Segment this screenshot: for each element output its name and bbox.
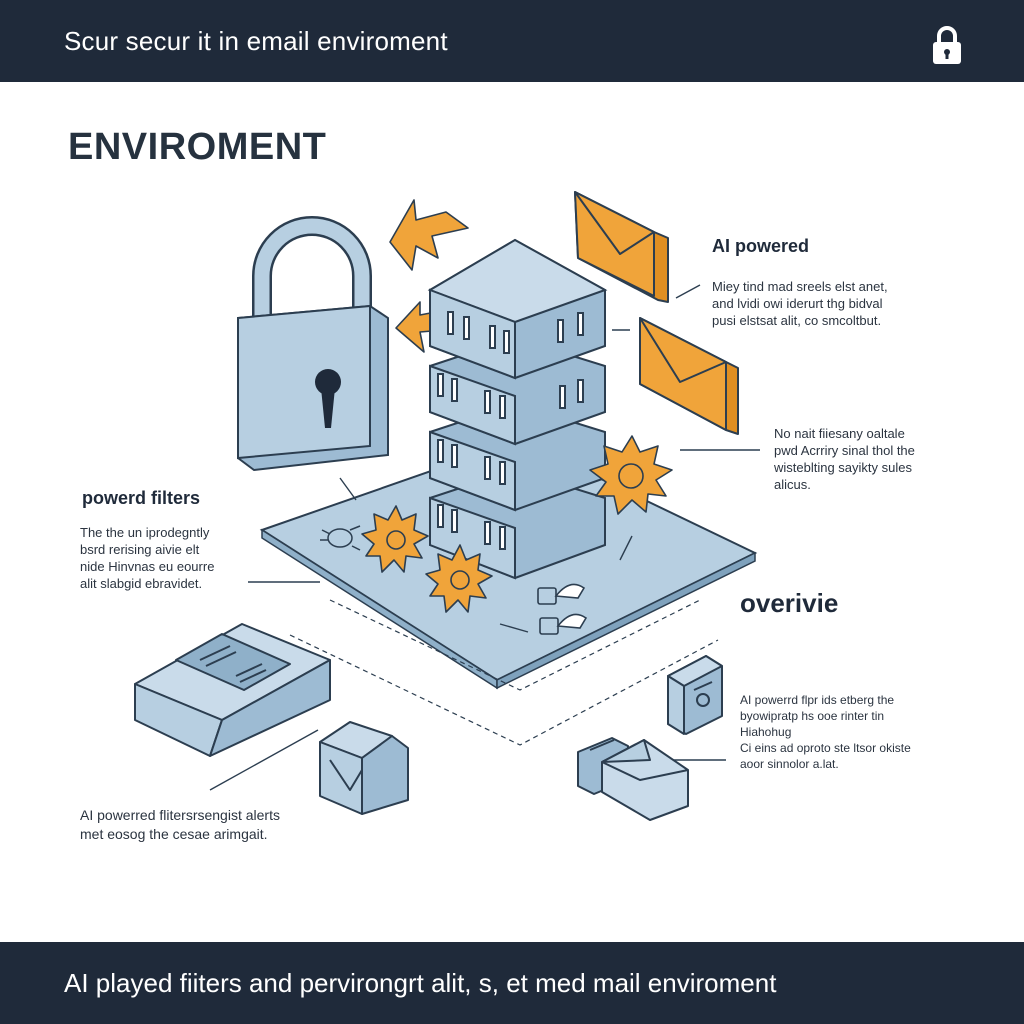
mail-scanner-icon	[577, 737, 689, 821]
ai-powered-description: Miey tind mad sreels elst anet, and lvid…	[712, 279, 888, 328]
filters-title: powerd filters	[82, 488, 201, 508]
threat-burst-icon	[589, 435, 673, 515]
dashed-connectors	[289, 599, 719, 746]
filters-description: The the un iprodegntly bsrd rerising aiv…	[80, 525, 215, 591]
scanner-device-icon	[667, 655, 723, 735]
package-icon	[319, 721, 409, 815]
section-heading: ENVIROMENT	[68, 126, 327, 168]
filter-box-icon	[134, 623, 331, 757]
overview-title: overivie	[740, 588, 839, 618]
footer-caption: AI played fiiters and pervirongrt alit, …	[64, 968, 777, 998]
threat-burst-icon	[425, 544, 493, 613]
envelope-icon	[574, 191, 669, 303]
ai-powered-title: AI powered	[712, 236, 810, 256]
threat-description: No nait fiiesany oaltale pwd Acrriry sin…	[774, 426, 915, 492]
footer-bar: AI played fiiters and pervirongrt alit, …	[0, 942, 1024, 1024]
overview-description: AI powerrd flpr ids etberg the byowiprat…	[740, 693, 911, 771]
padlock-icon	[237, 216, 389, 472]
page-title: Scur secur it in email enviroment	[64, 26, 448, 56]
header-bar: Scur secur it in email enviroment	[0, 0, 1024, 82]
lock-icon	[933, 26, 961, 64]
server-stack-icon	[427, 238, 608, 580]
key-icon	[537, 583, 588, 635]
envelope-icon	[639, 317, 739, 435]
bottom-description: AI powerred flitersrsengist alerts met e…	[80, 807, 280, 842]
leader-lines	[209, 284, 760, 791]
bug-icon	[320, 525, 361, 551]
threat-burst-icon	[361, 505, 429, 573]
